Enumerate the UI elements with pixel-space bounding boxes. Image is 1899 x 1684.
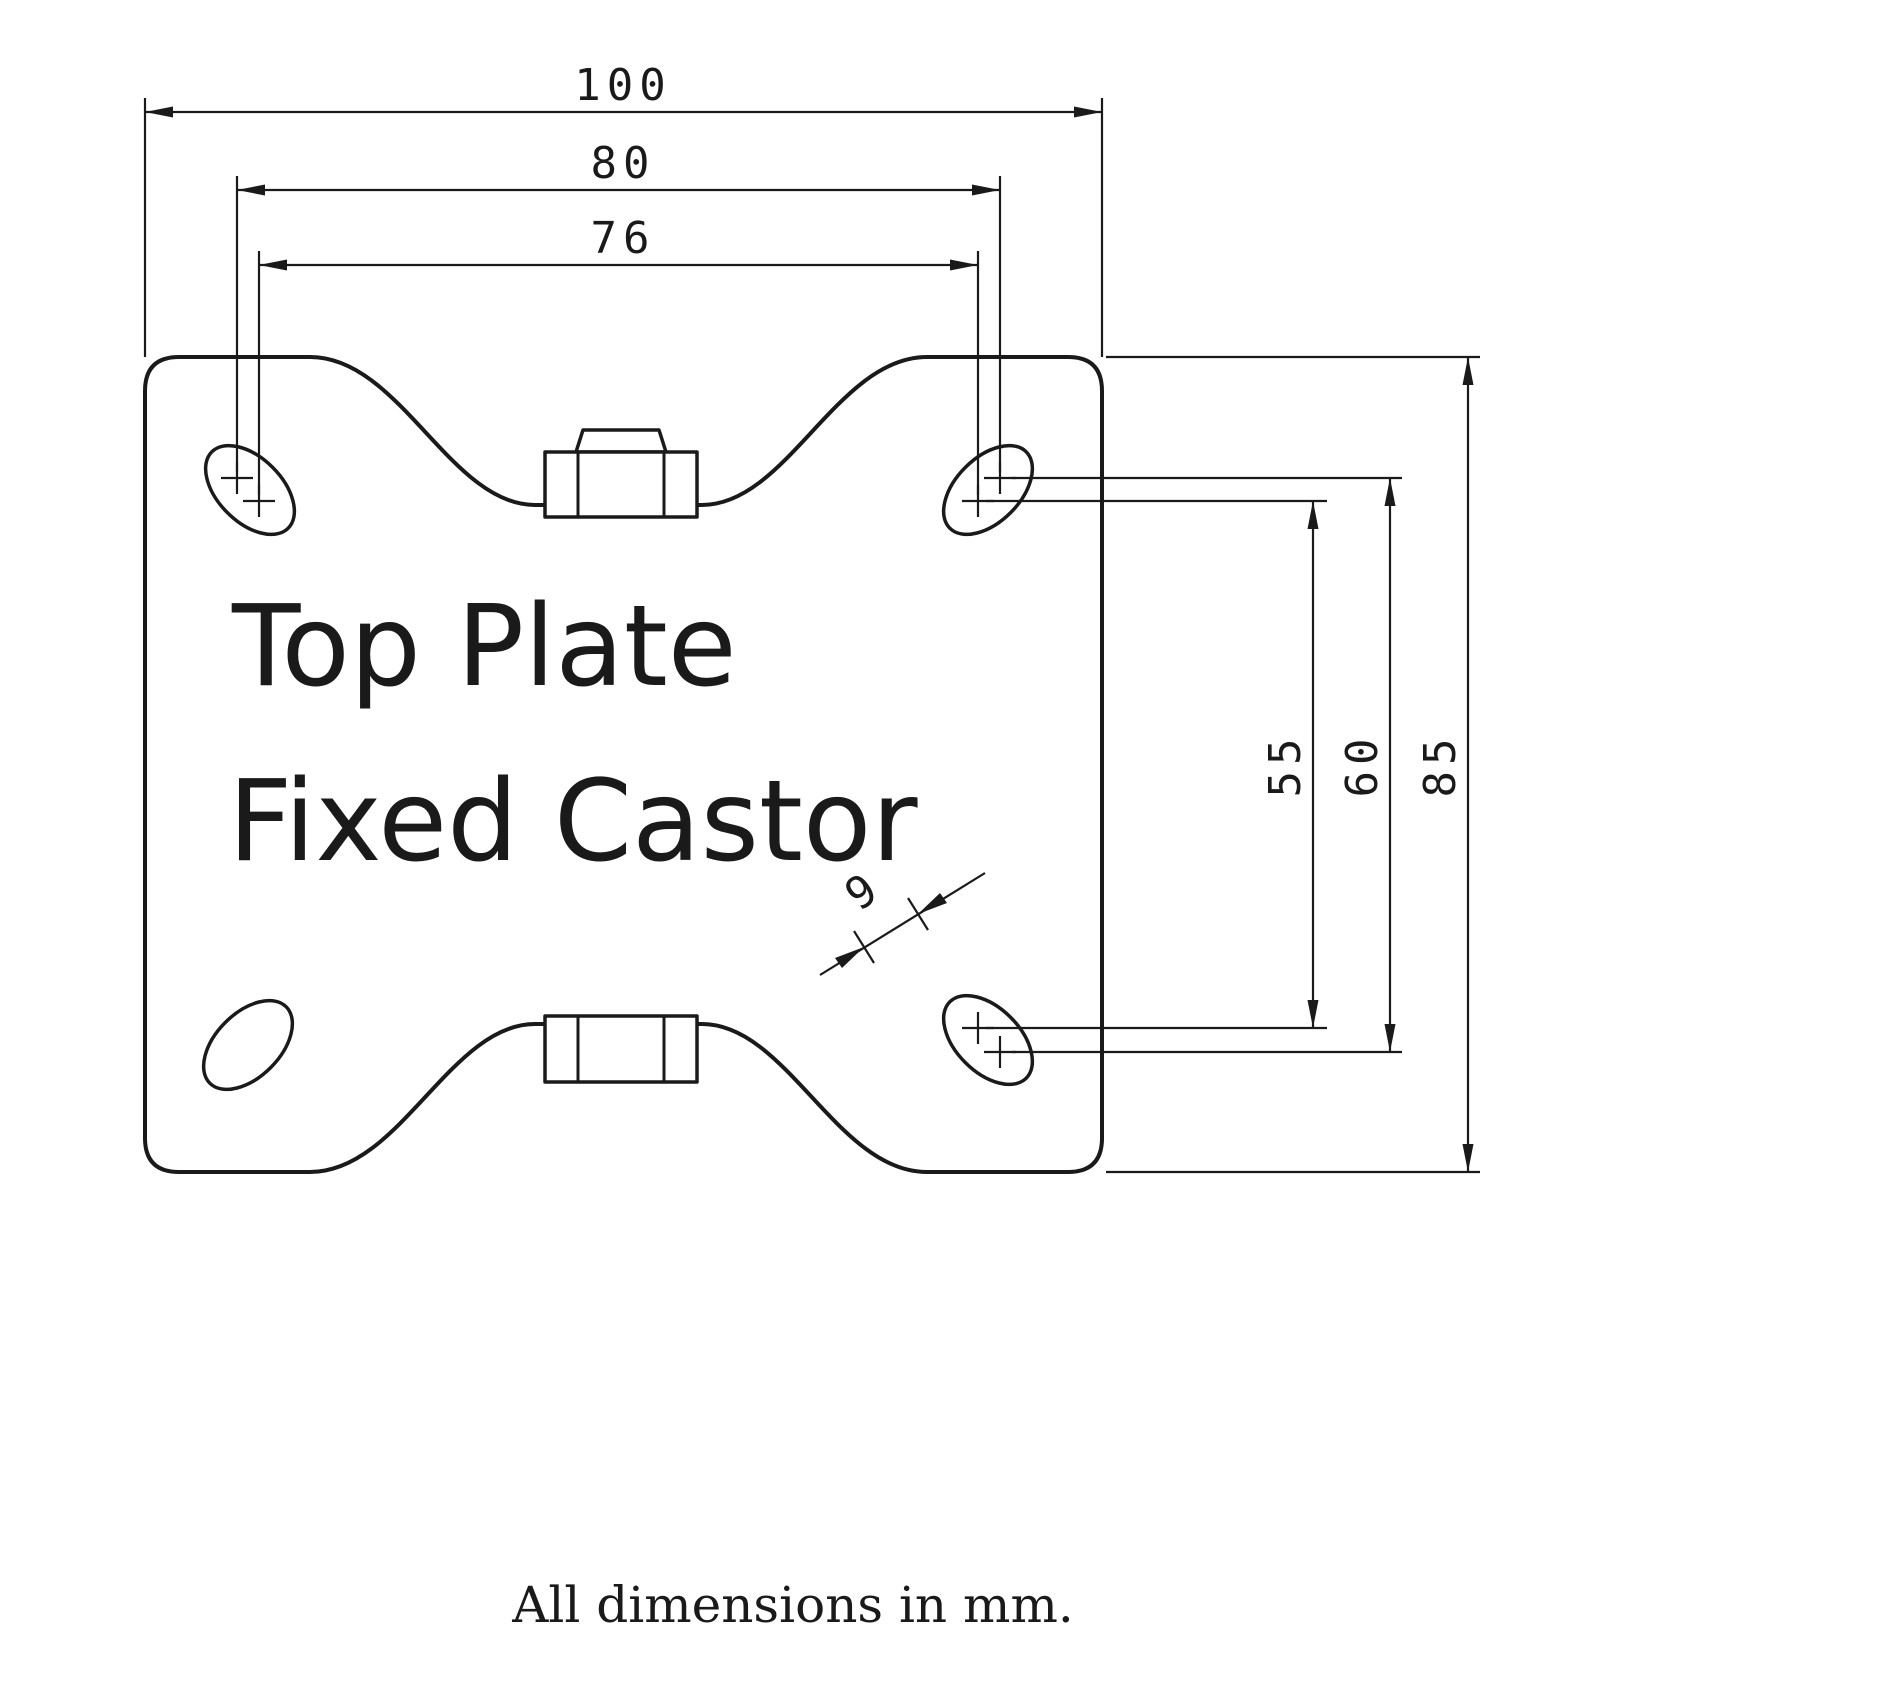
mounting-slot-bottom-right (941, 993, 1035, 1087)
axle-nut-bottom (543, 1014, 699, 1084)
dimension-label-bolt-spacing-narrow: 76 (591, 213, 656, 264)
dimension-depth-spacing-narrow: 55 (986, 499, 1327, 1030)
slot-center-mark-bottom-right-outer (984, 1036, 1016, 1068)
arrowhead (918, 893, 947, 914)
axle-nut-top-body (543, 450, 699, 519)
part-title-line-2: Fixed Castor (228, 757, 918, 887)
dimension-label-depth-spacing-wide: 60 (1337, 733, 1388, 798)
mounting-slot-top-left (203, 443, 297, 537)
arrowhead (835, 947, 864, 968)
units-note: All dimensions in mm. (511, 1576, 1074, 1634)
dimension-depth-spacing-wide: 60 (1012, 476, 1402, 1054)
dimension-overall-depth: 85 (1106, 355, 1480, 1174)
castor-top-plate: Top Plate Fixed Castor (143, 355, 1104, 1174)
top-plate-outline (143, 355, 1104, 1174)
dimension-bolt-spacing-narrow: 76 (257, 213, 980, 495)
axle-nut-bottom-body (543, 1014, 699, 1084)
part-title-line-1: Top Plate (231, 582, 737, 712)
dimension-label-overall-depth: 85 (1415, 733, 1466, 798)
axle-nut-top (543, 428, 699, 519)
dimension-bolt-spacing-wide: 80 (235, 138, 1002, 472)
dimension-label-depth-spacing-narrow: 55 (1260, 733, 1311, 798)
mounting-slot-top-right (941, 443, 1035, 537)
mounting-slot-bottom-left (201, 998, 295, 1092)
dimension-label-overall-width: 100 (574, 60, 671, 111)
bolt-end-top (574, 428, 668, 454)
dimension-label-bolt-spacing-wide: 80 (591, 138, 656, 189)
dimension-overall-width: 100 (143, 60, 1104, 357)
